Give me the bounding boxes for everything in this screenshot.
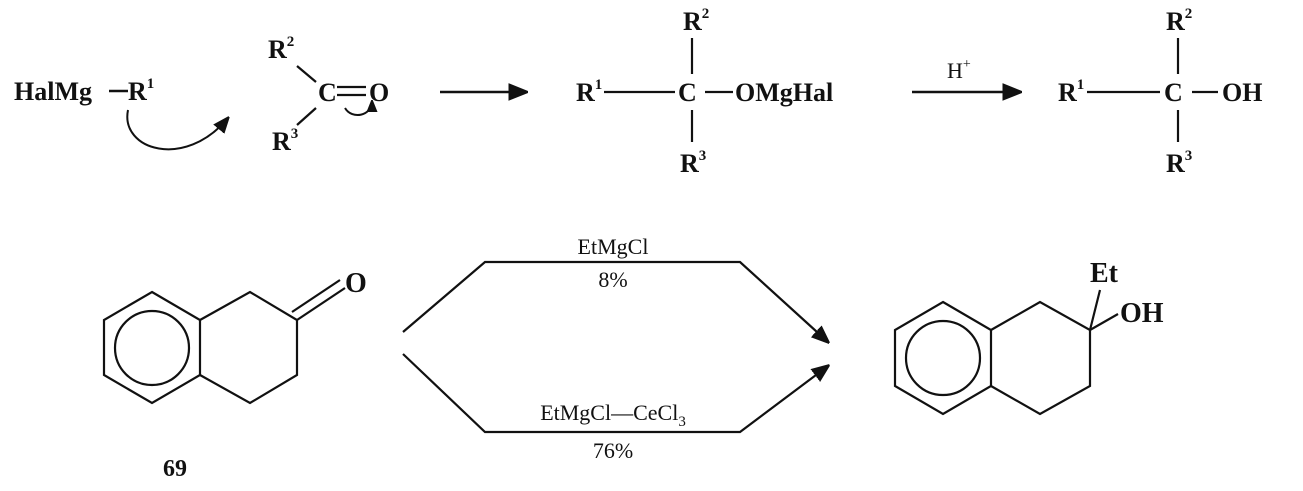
product-r1-label: R1 [1058,77,1084,107]
electron-push-arrow [126,109,228,151]
product-et-label: Et [1090,258,1119,289]
intermediate-r3-label: R3 [680,148,706,178]
upper-reaction-arrow [402,260,828,342]
ketone-o-label: O [345,268,367,299]
grignard-mechanism: HalMg R1 R2 C O R3 R2 R1 C OMgHal [14,6,1262,178]
intermediate-omghal-label: OMgHal [735,78,833,107]
tetralone-cyclohexanone-ring [199,290,299,405]
halmg-label: HalMg [14,77,92,106]
r2-c-bond [296,65,317,83]
lower-reagent-label: EtMgCl—CeCl3 [540,400,686,430]
carbonyl-r2-label: R2 [268,34,294,64]
alkoxide-intermediate: R2 R1 C OMgHal R3 [576,6,833,178]
product-oh-label-2: OH [1120,298,1164,329]
ketone-double-bond-2 [291,279,341,313]
tetralone-benzene-ring [102,290,202,405]
upper-reagent-label: EtMgCl [578,234,649,259]
grignard-reagent: HalMg R1 [14,76,228,151]
product-r2-label: R2 [1166,6,1192,36]
carbonyl-c-label: C [318,78,337,107]
lower-reaction-arrow [402,353,828,434]
r3-c-bond [296,107,317,126]
intermediate-r2-label: R2 [683,6,709,36]
acid-label: H+ [947,57,971,83]
product-benzene-ring [893,300,993,416]
product-cyclohexane-ring [990,300,1092,416]
oh-bond [1089,313,1119,331]
product-r3-label: R3 [1166,148,1192,178]
carbonyl-o-label: O [369,78,389,107]
lower-yield-label: 76% [593,438,633,463]
et-bond [1088,289,1102,331]
r1-label: R1 [128,76,154,106]
tetralone-reaction: O 69 EtMgCl 8% EtMgCl—CeCl3 76% Et OH [102,234,1164,482]
product-structure [893,289,1119,416]
ketone-double-bond-1 [296,287,346,321]
carbonyl-r3-label: R3 [272,126,298,156]
alcohol-product: R2 R1 C OH R3 [1058,6,1262,178]
intermediate-r1-label: R1 [576,77,602,107]
product-oh-label: OH [1222,78,1262,107]
carbonyl-compound: R2 C O R3 [268,34,389,156]
carbonyl-push-arrow [344,101,372,117]
intermediate-c-label: C [678,78,697,107]
compound-number-69: 69 [163,456,187,482]
product-aromatic-circle [904,319,982,397]
product-c-label: C [1164,78,1183,107]
tetralone-aromatic-circle [113,309,191,387]
tetralone-structure [102,279,346,405]
upper-yield-label: 8% [598,267,627,292]
